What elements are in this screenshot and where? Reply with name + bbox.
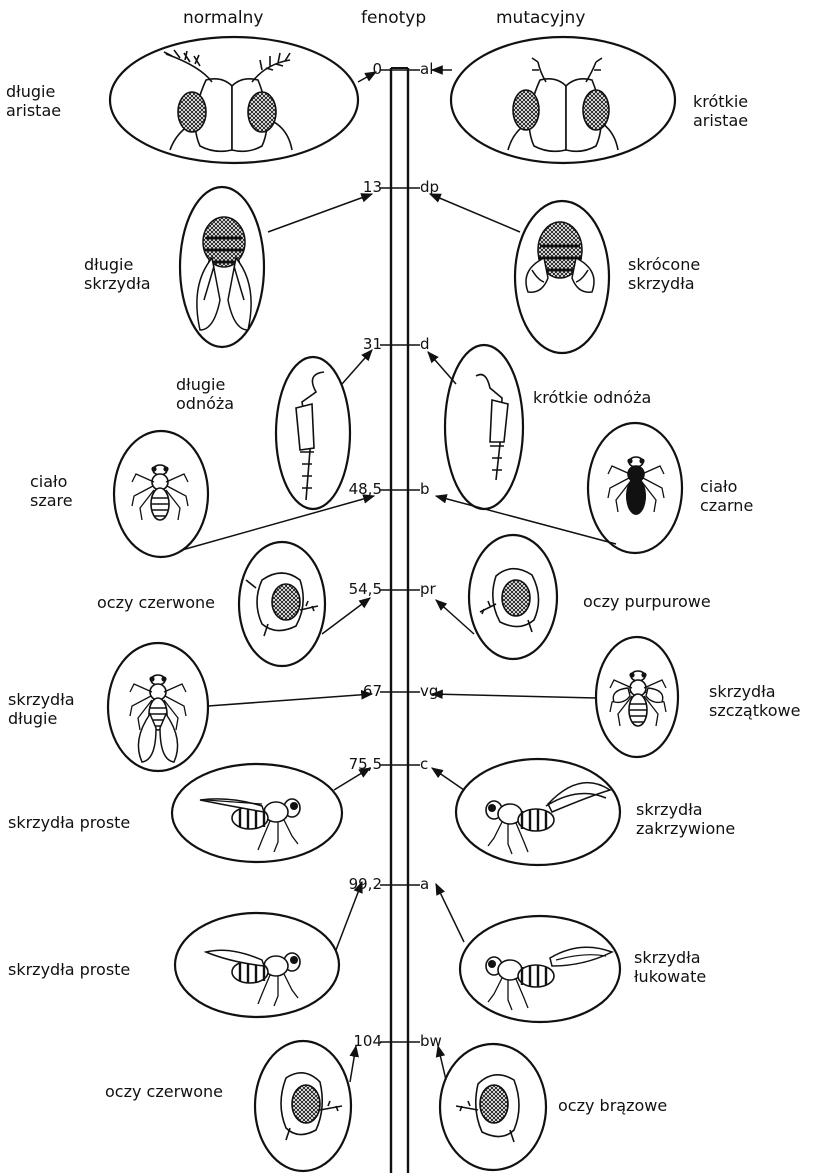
locus-position: 99,2 bbox=[322, 875, 382, 893]
locus-symbol: bw bbox=[420, 1032, 442, 1050]
locus-arrows bbox=[182, 70, 616, 1082]
normal-label: skrzydła długie bbox=[8, 690, 75, 728]
fly-vestigial-wings-icon bbox=[610, 671, 666, 726]
mutant-label-line2: aristae bbox=[693, 111, 748, 130]
mutant-label-line1: skrócone bbox=[628, 255, 700, 274]
mutant-label: skrzydła zakrzywione bbox=[636, 800, 735, 838]
mutant-label-line1: skrzydła bbox=[636, 800, 735, 819]
normal-label: skrzydła proste bbox=[8, 813, 130, 832]
mutant-label-line2: skrzydła bbox=[628, 274, 700, 293]
normal-label-line1: długie bbox=[84, 255, 151, 274]
fly-red-eye-icon bbox=[246, 573, 318, 636]
fly-head-long-aristae-icon bbox=[164, 50, 292, 151]
normal-label: długie aristae bbox=[6, 82, 61, 120]
locus-position: 13 bbox=[322, 178, 382, 196]
locus-position: 104 bbox=[322, 1032, 382, 1050]
mutant-label-line1: oczy brązowe bbox=[558, 1096, 667, 1115]
locus-symbol: vg bbox=[420, 682, 438, 700]
mutant-label: skrzydła szczątkowe bbox=[709, 682, 800, 720]
fly-arched-wings-icon bbox=[486, 947, 612, 1010]
mutant-label: krótkie aristae bbox=[693, 92, 748, 130]
fly-head-short-aristae-icon bbox=[508, 58, 618, 151]
mutant-label: skrócone skrzydła bbox=[628, 255, 700, 293]
normal-label-line2: długie bbox=[8, 709, 75, 728]
mutant-label: oczy brązowe bbox=[558, 1096, 667, 1115]
normal-label: skrzydła proste bbox=[8, 960, 130, 979]
locus-position: 31 bbox=[322, 335, 382, 353]
normal-label: oczy czerwone bbox=[105, 1082, 223, 1101]
normal-label-line1: długie bbox=[176, 375, 234, 394]
mutant-label: ciało czarne bbox=[700, 477, 753, 515]
normal-label: długie skrzydła bbox=[84, 255, 151, 293]
mutant-label-line1: skrzydła bbox=[709, 682, 800, 701]
locus-symbol: dp bbox=[420, 178, 439, 196]
normal-label: ciało szare bbox=[30, 472, 73, 510]
fly-straight-wings-side-icon bbox=[206, 950, 300, 1006]
mutant-label-line2: zakrzywione bbox=[636, 819, 735, 838]
normal-label-line1: skrzydła proste bbox=[8, 960, 130, 979]
mutant-label-line2: czarne bbox=[700, 496, 753, 515]
locus-symbol: c bbox=[420, 755, 428, 773]
fly-body-short-wings-icon bbox=[526, 222, 594, 292]
mutant-label-line1: krótkie bbox=[693, 92, 748, 111]
mutant-label: skrzydła łukowate bbox=[634, 948, 706, 986]
locus-symbol: b bbox=[420, 480, 430, 498]
normal-label-line1: skrzydła bbox=[8, 690, 75, 709]
fly-curved-wings-icon bbox=[486, 783, 610, 854]
normal-label: oczy czerwone bbox=[97, 593, 215, 612]
normal-label-line2: skrzydła bbox=[84, 274, 151, 293]
normal-label-line1: oczy czerwone bbox=[105, 1082, 223, 1101]
normal-label-line1: skrzydła proste bbox=[8, 813, 130, 832]
mutant-label-line1: skrzydła bbox=[634, 948, 706, 967]
mutant-label-line1: oczy purpurowe bbox=[583, 592, 711, 611]
normal-label-line1: oczy czerwone bbox=[97, 593, 215, 612]
locus-position: 54,5 bbox=[322, 580, 382, 598]
fly-red-eye-icon bbox=[281, 1073, 342, 1140]
mutant-label: oczy purpurowe bbox=[583, 592, 711, 611]
mutant-label: krótkie odnóża bbox=[533, 388, 651, 407]
locus-position: 75,5 bbox=[322, 755, 382, 773]
chromosome bbox=[380, 68, 420, 1173]
normal-label-line2: odnóża bbox=[176, 394, 234, 413]
mutant-label-line2: łukowate bbox=[634, 967, 706, 986]
locus-symbol: al bbox=[420, 60, 433, 78]
fly-body-long-wings-icon bbox=[197, 217, 251, 330]
mutant-oval-3 bbox=[445, 345, 523, 509]
mutant-label-line2: szczątkowe bbox=[709, 701, 800, 720]
mutant-label-line1: ciało bbox=[700, 477, 753, 496]
normal-label-line2: szare bbox=[30, 491, 73, 510]
locus-position: 67 bbox=[322, 682, 382, 700]
normal-label: długie odnóża bbox=[176, 375, 234, 413]
fly-leg-short-icon bbox=[476, 375, 508, 481]
locus-symbol: a bbox=[420, 875, 429, 893]
fly-long-wings-icon bbox=[130, 675, 186, 762]
normal-label-line1: ciało bbox=[30, 472, 73, 491]
locus-position: 0 bbox=[322, 60, 382, 78]
fly-purple-eye-icon bbox=[480, 569, 539, 632]
fly-black-body-icon bbox=[608, 457, 664, 515]
locus-symbol: d bbox=[420, 335, 430, 353]
normal-label-line2: aristae bbox=[6, 101, 61, 120]
fly-gray-body-icon bbox=[132, 465, 188, 520]
normal-label-line1: długie bbox=[6, 82, 61, 101]
locus-position: 48,5 bbox=[322, 480, 382, 498]
fly-brown-eye-icon bbox=[456, 1075, 519, 1142]
locus-symbol: pr bbox=[420, 580, 436, 598]
fly-straight-wings-side-icon bbox=[200, 799, 300, 852]
fly-leg-long-icon bbox=[296, 372, 324, 500]
mutant-label-line1: krótkie odnóża bbox=[533, 388, 651, 407]
